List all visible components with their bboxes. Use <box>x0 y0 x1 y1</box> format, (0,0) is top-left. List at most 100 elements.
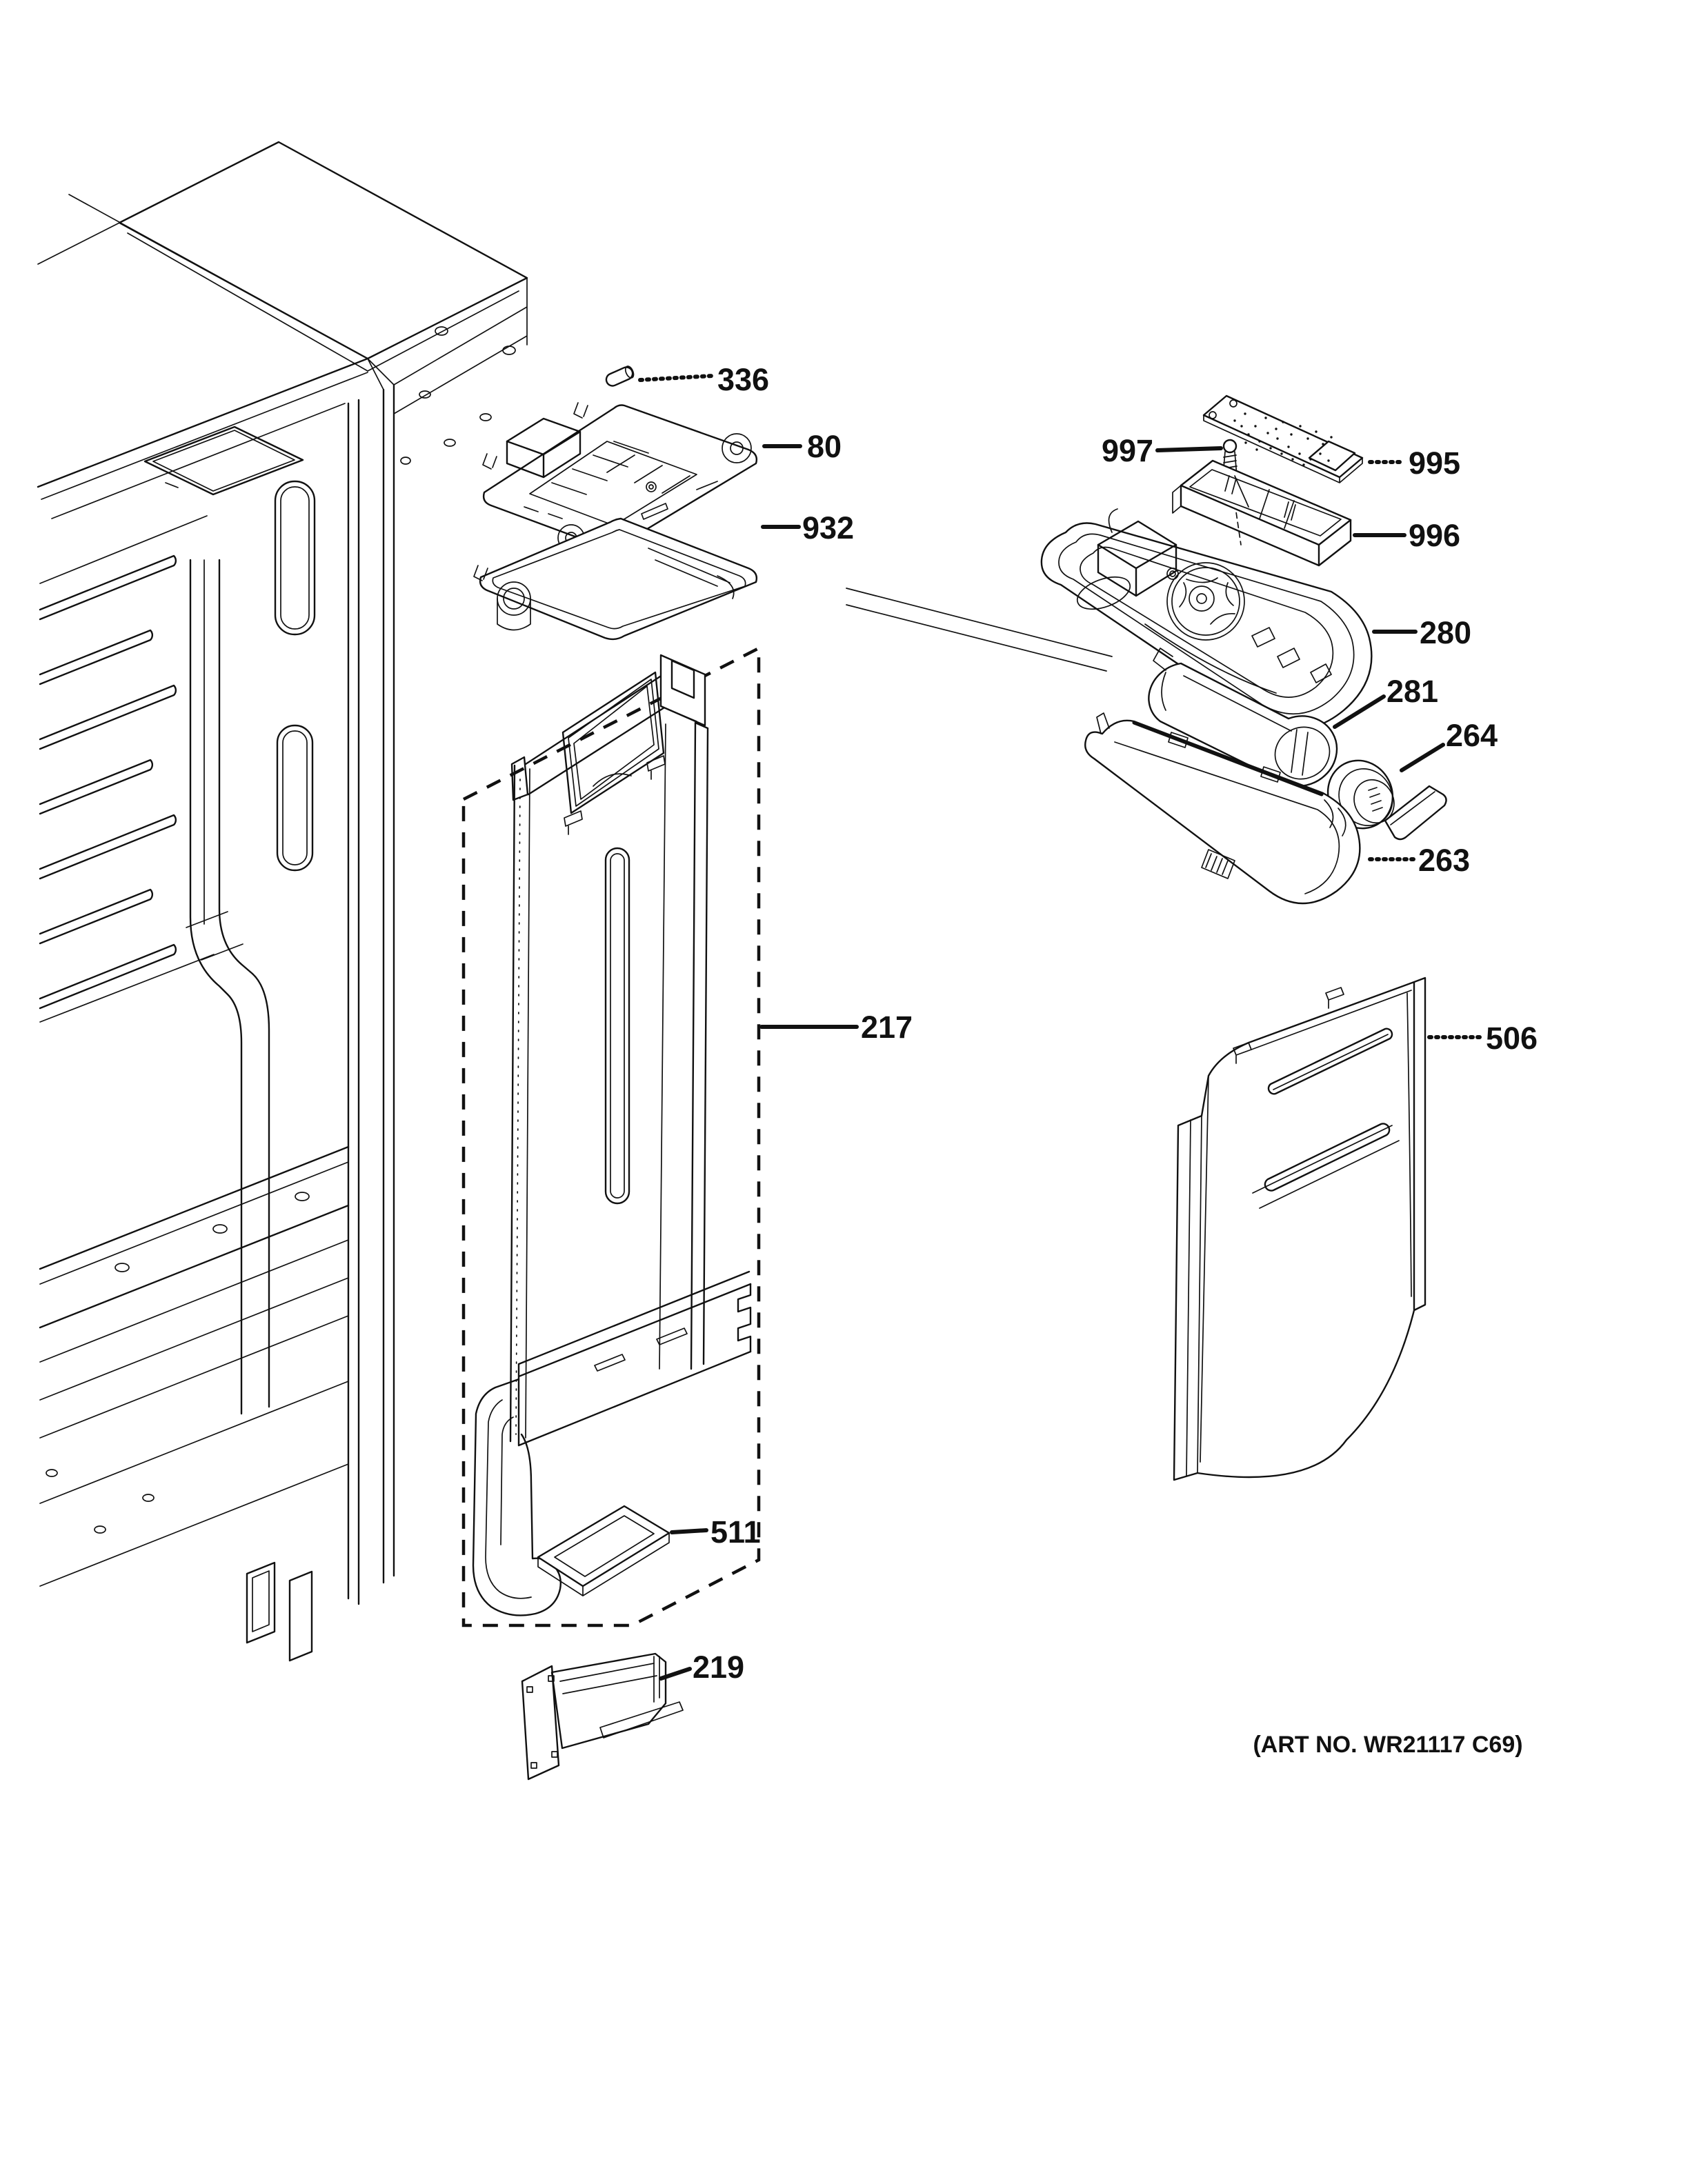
line-art-segment <box>152 430 295 492</box>
line-art-segment <box>1209 411 1217 419</box>
line-art-segment <box>39 759 154 815</box>
line-art-segment <box>39 515 215 1023</box>
art-number-text: (ART NO. WR21117 C69) <box>1253 1732 1522 1758</box>
line-art-segment <box>610 853 625 1199</box>
part-506-drawer-front <box>1173 976 1426 1481</box>
line-art-segment <box>1169 570 1176 577</box>
line-art-segment <box>1290 433 1293 436</box>
line-art-segment <box>526 1686 533 1693</box>
filter-housing-dashed-boundary <box>461 645 761 1627</box>
line-art-segment <box>606 454 690 494</box>
line-art-segment <box>648 548 730 587</box>
callout-281-label: 281 <box>1386 674 1438 709</box>
line-art-segment <box>1327 459 1330 462</box>
line-art-segment <box>37 141 279 265</box>
line-art-segment <box>1168 732 1281 783</box>
line-art-segment <box>1276 437 1279 440</box>
line-art-segment <box>347 399 360 1605</box>
line-art-segment <box>1200 992 1412 1463</box>
line-art-segment <box>537 1532 670 1596</box>
callout-labels: 336 80 932 997 995 996 280 281 264 263 5… <box>693 362 1538 1685</box>
line-art-segment <box>1251 990 1412 1050</box>
line-art-segment <box>1308 440 1356 472</box>
leader-511 <box>670 1528 708 1534</box>
line-art-segment <box>1172 485 1182 514</box>
part-336-pin <box>605 365 635 387</box>
line-art-segment <box>444 439 456 447</box>
part-932-cover <box>473 517 758 641</box>
line-art-segment <box>1264 417 1267 419</box>
line-art-segment <box>653 1656 660 1703</box>
line-art-segment <box>659 723 666 1370</box>
line-art-segment <box>502 345 516 355</box>
line-art-segment <box>212 1224 228 1234</box>
line-art-segment <box>1108 508 1118 533</box>
line-art-segment <box>1233 1042 1252 1064</box>
line-art-segment <box>382 383 395 1584</box>
line-art-segment <box>1244 412 1246 415</box>
callout-996-label: 996 <box>1409 518 1460 553</box>
line-art-segment <box>68 194 368 359</box>
line-art-segment <box>737 1283 752 1353</box>
line-art-segment <box>1153 648 1173 671</box>
line-art-segment <box>41 372 368 519</box>
line-art-segment <box>39 943 177 1010</box>
line-art-segment <box>1183 675 1292 732</box>
callout-997-label: 997 <box>1102 433 1153 468</box>
line-art-segment <box>1322 443 1324 445</box>
line-art-segment <box>573 685 655 800</box>
line-art-segment <box>1244 441 1247 444</box>
line-art-segment <box>605 366 634 387</box>
callout-336-label: 336 <box>717 362 769 397</box>
line-art-segment <box>846 588 1113 672</box>
callout-511-label: 511 <box>710 1514 761 1550</box>
line-art-segment <box>1315 430 1318 433</box>
line-art-segment <box>1306 437 1309 440</box>
part-995-control-board <box>1202 394 1364 483</box>
line-art-segment <box>39 629 154 685</box>
line-art-segment <box>1302 463 1305 466</box>
line-art-segment <box>472 1378 561 1616</box>
line-art-segment <box>1096 712 1110 734</box>
line-art-segment <box>1325 987 1344 1009</box>
part-263-filter-cover <box>1084 712 1361 905</box>
line-art-segment <box>1266 432 1269 434</box>
line-art-segment <box>509 764 516 1443</box>
line-art-segment <box>521 1665 560 1781</box>
line-art-segment <box>39 814 177 880</box>
line-art-segment <box>1233 419 1236 422</box>
line-art-segment <box>482 453 497 470</box>
line-art-segment <box>252 1570 270 1632</box>
line-art-segment <box>1298 452 1301 455</box>
line-art-segment <box>1084 719 1361 905</box>
line-art-segment <box>400 457 411 465</box>
line-art-segment <box>39 554 177 621</box>
part-511-gasket <box>537 1505 670 1596</box>
line-art-segment <box>605 365 635 387</box>
line-art-segment <box>564 810 583 835</box>
line-art-segment <box>485 1399 532 1599</box>
line-art-segment <box>473 565 488 581</box>
line-art-segment <box>282 730 308 865</box>
line-art-segment <box>1166 562 1245 641</box>
line-art-segment <box>39 1239 349 1587</box>
callout-264-label: 264 <box>1446 718 1498 753</box>
line-art-segment <box>1324 799 1346 836</box>
leader-997 <box>1155 446 1223 452</box>
water-tube-lines <box>846 588 1113 672</box>
line-art-segment <box>1173 976 1426 1481</box>
line-art-segment <box>599 1701 684 1739</box>
line-art-segment <box>604 847 630 1205</box>
line-art-segment <box>670 659 695 699</box>
leader-281 <box>1333 694 1386 729</box>
line-art-segment <box>646 481 657 492</box>
line-art-segment <box>295 1192 310 1201</box>
line-art-segment <box>1280 452 1283 455</box>
line-art-segment <box>717 575 735 599</box>
line-art-segment <box>1201 849 1235 879</box>
line-art-segment <box>1180 484 1352 567</box>
line-art-segment <box>646 755 666 780</box>
part-217-filter-housing-panel <box>472 654 752 1616</box>
